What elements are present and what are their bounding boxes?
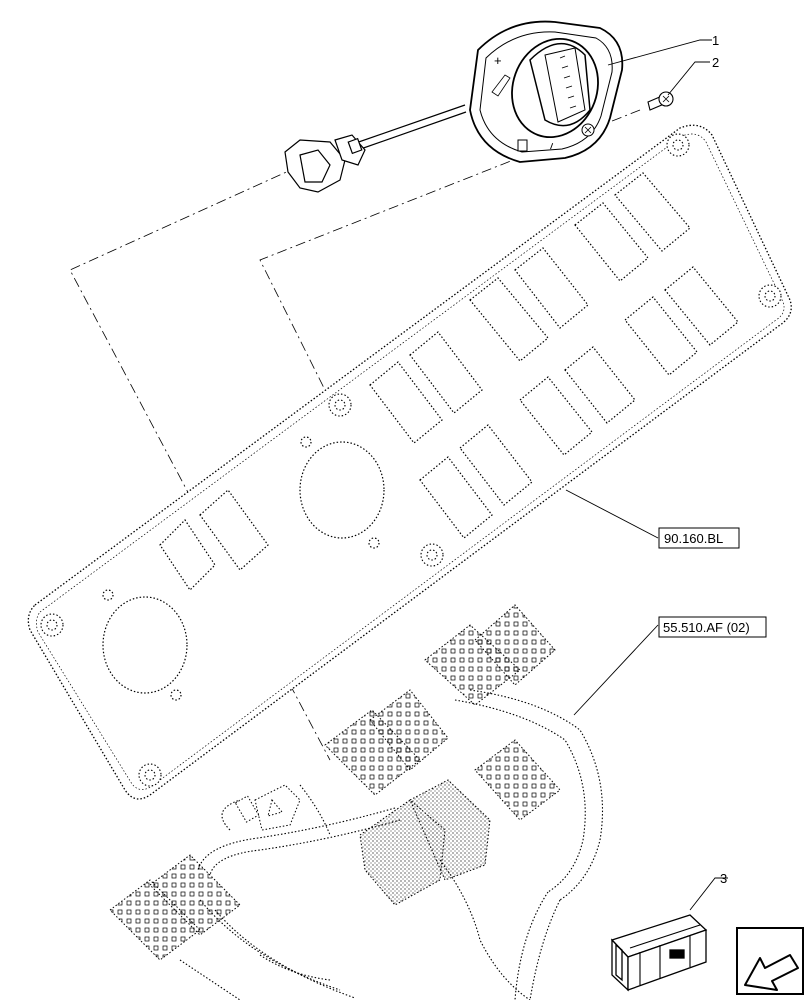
screw <box>647 91 674 111</box>
wiring-harness <box>109 604 604 1000</box>
switch-panel-plate <box>27 124 792 800</box>
panel-holes <box>102 436 385 701</box>
mounting-bosses <box>40 133 782 787</box>
switch-cutouts <box>159 172 739 591</box>
switch-connector <box>284 134 366 193</box>
plus-symbol: + <box>494 53 502 68</box>
reference-box-panel[interactable]: 90.160.BL <box>658 527 740 549</box>
callout-2-label: 2 <box>712 55 719 70</box>
callout-1-label: 1 <box>712 33 719 48</box>
rotary-switch: + − <box>284 20 624 193</box>
reference-panel-label: 90.160.BL <box>664 531 723 546</box>
harness-plug <box>234 784 301 831</box>
reference-box-harness[interactable]: 55.510.AF (02) <box>658 616 767 638</box>
callout-3-label: 3 <box>720 871 727 886</box>
lamp-symbol <box>517 139 528 152</box>
callout-leaders <box>565 39 728 911</box>
harness-connectors <box>109 604 561 961</box>
arrow-down-left-icon[interactable] <box>736 927 804 995</box>
reference-harness-label: 55.510.AF (02) <box>663 620 750 635</box>
kit-crate-icon <box>610 914 708 992</box>
switch-knob[interactable] <box>498 27 611 150</box>
